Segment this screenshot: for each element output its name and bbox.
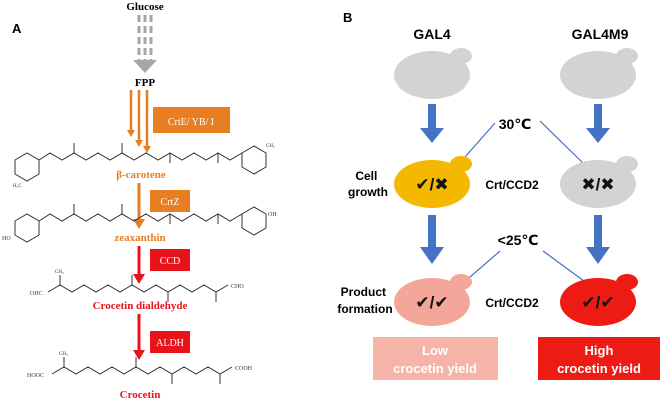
enzyme-aldh-label: ALDH [156,338,184,349]
cr-cooh: COOH [235,366,253,372]
crt-ccd2-top-label: Crt/CCD2 [485,178,539,192]
strain-gal4m9-label: GAL4M9 [572,26,629,42]
cell-gal4-product [394,274,472,326]
ccd-arrowhead [133,274,145,284]
cell-gal4m9-growth [560,156,638,208]
gal4m9-product-marks: ✔/✔ [581,293,614,312]
low-yield-line1: Low [422,343,449,358]
glucose-to-fpp-arrows [137,15,153,60]
zeaxanthin-label: zeaxanthin [114,232,165,244]
grey-arrow-head [133,60,157,73]
row-product-line1: Product [341,285,386,299]
cell-gal4m9-initial [560,48,638,99]
enzyme-ccd-label: CCD [160,256,181,267]
blue-arrow-gal4m9-top [586,104,610,143]
high-yield-line1: High [585,343,614,358]
bc-h3c: H₃C [13,184,22,189]
enzyme-box-ccd [150,249,190,271]
row-cell-growth-label: Cell growth [348,169,388,199]
aldh-arrowhead [133,350,145,360]
enzyme-box-crtz [150,190,190,212]
cd-ch3: CH₃ [55,270,64,275]
bc-ch3: CH₃ [266,144,275,149]
crocetin-structure [51,357,233,384]
crt-ccd2-bottom-label: Crt/CCD2 [485,296,539,310]
cd-ohc: OHC [30,291,43,297]
enzyme-box-aldh [150,331,190,353]
temp-30c-label: 30℃ [499,116,532,132]
crtz-arrowhead [133,219,145,229]
low-yield-box [373,337,498,380]
low-yield-line2: crocetin yield [393,361,477,376]
panel-a-label: A [12,21,22,36]
glucose-label: Glucose [126,1,163,13]
enzyme-crteybi-label: CrtE/ YB/ I [168,117,214,128]
fpp-label: FPP [135,77,155,89]
gal4-product-marks: ✔/✔ [415,293,448,312]
gal4m9-growth-marks: ✖/✖ [581,175,614,194]
crocetin-dialdehyde-structure [47,275,229,302]
crocetin-label: Crocetin [120,389,161,401]
zx-ho: HO [2,236,11,242]
thin-arrow-30c-right [539,120,588,168]
cell-gal4m9-product [560,274,638,326]
zeaxanthin-structure [14,204,267,243]
cr-hooc: HOOC [27,373,44,379]
temp-25c-label: <25℃ [498,232,539,248]
beta-carotene-label: β-carotene [116,169,166,181]
row-product-formation-label: Product formation [337,285,392,316]
crocetin-dialdehyde-label: Crocetin dialdehyde [93,300,188,312]
enzyme-box-crteybi [153,107,230,133]
fpp-to-carotene-arrows [129,90,149,146]
cr-ch3: CH₃ [59,352,68,357]
thin-arrow-25c-right [542,250,591,286]
cell-gal4-growth [394,156,472,208]
strain-gal4-label: GAL4 [413,26,451,42]
cell-gal4-initial [394,48,472,99]
orange-arrowhead-1 [127,130,135,137]
gal4-growth-marks: ✔/✖ [415,175,448,194]
row-cell-growth-line1: Cell [355,169,377,183]
cd-cho: CHO [231,284,244,290]
panel-b-label: B [343,10,352,25]
high-yield-box [538,337,660,380]
enzyme-crtz-label: CrtZ [161,197,180,208]
orange-arrowhead-3 [143,146,151,153]
blue-arrow-gal4m9-mid [586,215,610,264]
blue-arrow-gal4-top [420,104,444,143]
orange-arrowhead-2 [135,140,143,147]
row-product-line2: formation [337,302,392,316]
zx-oh: OH [268,212,277,218]
row-cell-growth-line2: growth [348,185,388,199]
blue-arrow-gal4-mid [420,215,444,264]
beta-carotene-structure [14,143,267,182]
high-yield-line2: crocetin yield [557,361,641,376]
